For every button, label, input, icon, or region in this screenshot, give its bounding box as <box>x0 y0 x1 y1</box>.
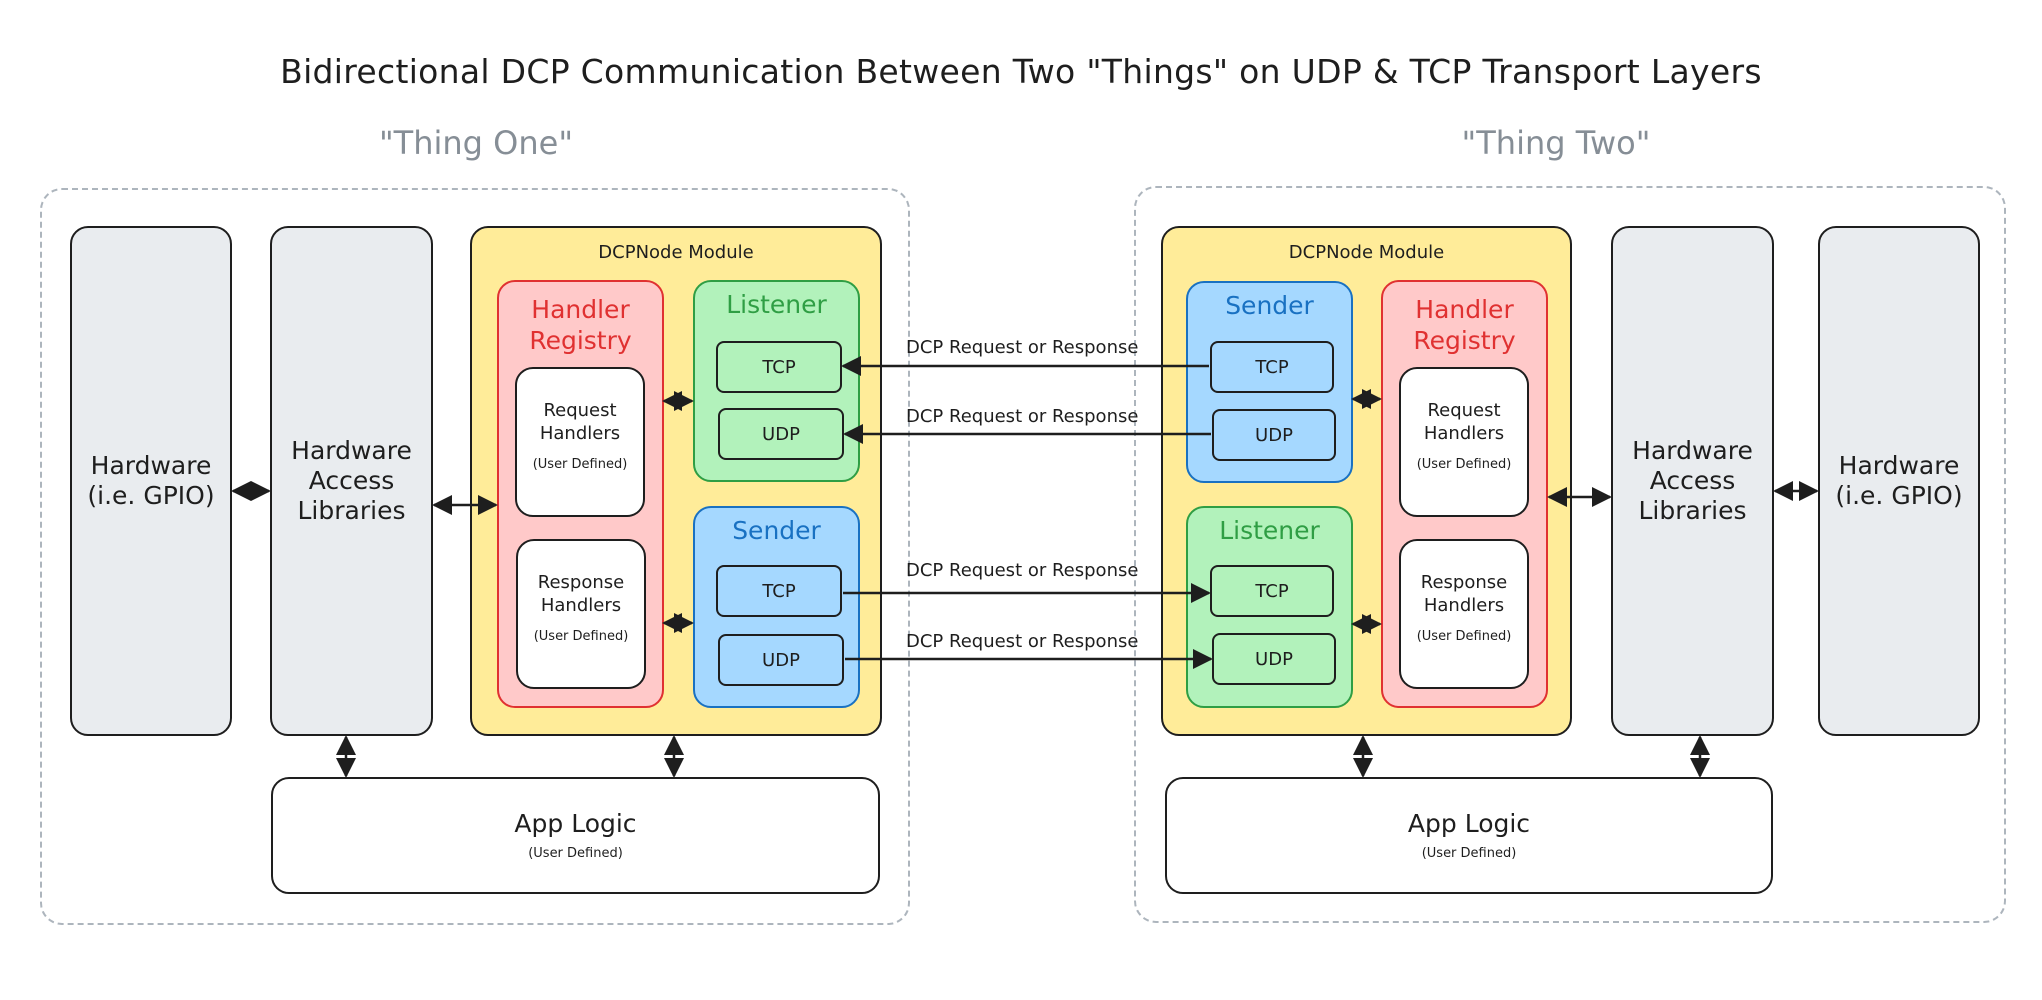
thing-two-sender-tcp: TCP <box>1210 341 1334 393</box>
thing-two-sender-title: Sender <box>1225 291 1314 320</box>
thing-two-hal: Hardware Access Libraries <box>1611 226 1774 736</box>
thing-two-listener-udp: UDP <box>1212 633 1336 685</box>
thing-two-hal-label: Hardware Access Libraries <box>1632 436 1753 525</box>
thing-one-sender-tcp: TCP <box>716 565 842 617</box>
thing-one-module-label: DCPNode Module <box>598 242 754 263</box>
thing-one-hal-label: Hardware Access Libraries <box>291 436 412 525</box>
message-label-tcp-request: DCP Request or Response <box>906 337 1139 358</box>
thing-two-request-handlers-sub: (User Defined) <box>1416 457 1512 472</box>
thing-two-label: "Thing Two" <box>1461 124 1651 162</box>
thing-one-listener-udp: UDP <box>718 408 844 460</box>
message-label-tcp-response: DCP Request or Response <box>906 560 1139 581</box>
thing-one-sender-udp: UDP <box>718 634 844 686</box>
thing-one-registry-title: Handler Registry <box>529 295 632 355</box>
thing-one-app-logic-title: App Logic <box>514 809 637 838</box>
thing-one-app-logic-sub: (User Defined) <box>528 846 623 861</box>
thing-one-response-handlers: Response Handlers (User Defined) <box>516 539 646 689</box>
thing-one-request-handlers-sub: (User Defined) <box>532 457 628 472</box>
thing-two-hardware: Hardware (i.e. GPIO) <box>1818 226 1980 736</box>
thing-one-request-handlers-title: Request Handlers <box>539 400 621 444</box>
thing-two-app-logic: App Logic (User Defined) <box>1165 777 1773 894</box>
message-label-udp-response: DCP Request or Response <box>906 631 1139 652</box>
thing-two-response-handlers-title: Response Handlers <box>1420 572 1508 616</box>
thing-one-sender-title: Sender <box>732 516 821 545</box>
thing-two-listener-tcp: TCP <box>1210 565 1334 617</box>
thing-two-group <box>1134 186 2006 923</box>
thing-one-label: "Thing One" <box>378 124 574 162</box>
thing-two-request-handlers-title: Request Handlers <box>1423 400 1505 444</box>
thing-two-sender-udp: UDP <box>1212 409 1336 461</box>
thing-one-listener-title: Listener <box>726 290 827 319</box>
message-label-udp-request: DCP Request or Response <box>906 406 1139 427</box>
thing-one-response-handlers-sub: (User Defined) <box>533 629 629 644</box>
thing-two-registry-title: Handler Registry <box>1413 295 1516 355</box>
thing-two-module-label: DCPNode Module <box>1288 242 1445 263</box>
thing-one-listener-tcp: TCP <box>716 341 842 393</box>
thing-one-hardware-label: Hardware (i.e. GPIO) <box>87 451 215 510</box>
thing-two-response-handlers-sub: (User Defined) <box>1416 629 1512 644</box>
thing-two-response-handlers: Response Handlers (User Defined) <box>1399 539 1529 689</box>
thing-two-app-logic-sub: (User Defined) <box>1421 846 1517 861</box>
diagram-title: Bidirectional DCP Communication Between … <box>280 52 1762 91</box>
thing-two-listener-title: Listener <box>1219 516 1320 545</box>
thing-one-request-handlers: Request Handlers (User Defined) <box>515 367 645 517</box>
thing-one-hardware: Hardware (i.e. GPIO) <box>70 226 232 736</box>
thing-two-hardware-label: Hardware (i.e. GPIO) <box>1835 451 1963 510</box>
thing-one-app-logic: App Logic (User Defined) <box>271 777 880 894</box>
thing-one-response-handlers-title: Response Handlers <box>537 572 625 616</box>
thing-two-app-logic-title: App Logic <box>1407 809 1531 838</box>
thing-one-group <box>40 188 910 925</box>
thing-two-request-handlers: Request Handlers (User Defined) <box>1399 367 1529 517</box>
